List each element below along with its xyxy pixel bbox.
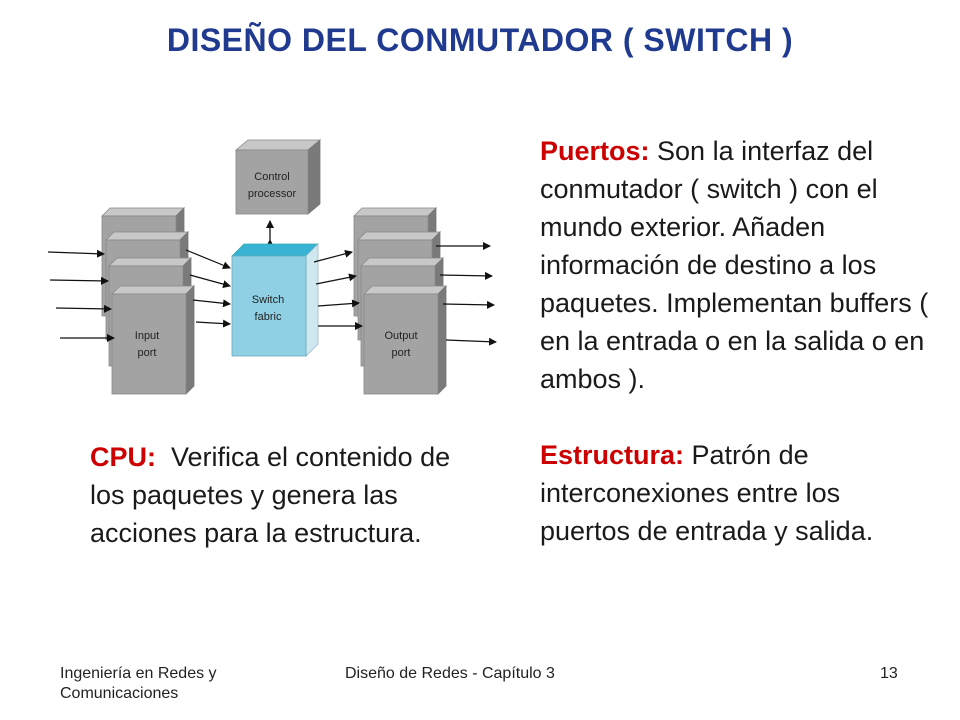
footer-chapter: Diseño de Redes - Capítulo 3 <box>345 665 555 682</box>
external-output-arrows <box>436 242 497 346</box>
footer-course: Ingeniería en Redes y Comunicaciones <box>60 665 217 702</box>
cpu-keyword: CPU: <box>90 442 156 472</box>
description-left: CPU: Verifica el contenido de los paquet… <box>90 438 490 590</box>
input-port-stack: Input port <box>101 207 195 395</box>
cpu-text: Verifica el contenido de los paquetes y … <box>90 442 458 548</box>
fabric-to-output-arrows <box>313 249 363 330</box>
output-port-label-line1: Output <box>384 330 417 342</box>
puertos-paragraph: Puertos: Son la interfaz del conmutador … <box>540 132 930 398</box>
cpu-paragraph: CPU: Verifica el contenido de los paquet… <box>90 438 490 552</box>
external-input-arrows <box>47 249 115 342</box>
estructura-text: Patrón de interconexiones entre los puer… <box>540 440 874 546</box>
input-port-box: Input port <box>111 285 195 395</box>
output-port-stack: Output port <box>353 207 447 395</box>
input-port-label-line2: port <box>138 347 157 359</box>
puertos-keyword: Puertos: <box>540 136 650 166</box>
output-port-label-line2: port <box>392 347 411 359</box>
control-processor-label-line2: processor <box>248 188 297 200</box>
control-processor-box: Control processor <box>234 139 322 215</box>
description-right: Puertos: Son la interfaz del conmutador … <box>540 132 930 588</box>
control-processor-label-line1: Control <box>254 171 289 183</box>
output-port-box: Output port <box>363 285 447 395</box>
footer-page-number: 13 <box>880 665 898 682</box>
estructura-keyword: Estructura: <box>540 440 685 470</box>
slide-title: DISEÑO DEL CONMUTADOR ( SWITCH ) <box>166 22 794 58</box>
switch-fabric-label-line2: fabric <box>255 311 282 323</box>
switch-fabric-box: Switch fabric <box>231 243 319 357</box>
switch-fabric-label-line1: Switch <box>252 294 284 306</box>
input-to-fabric-arrows <box>185 249 231 328</box>
estructura-paragraph: Estructura: Patrón de interconexiones en… <box>540 436 930 550</box>
puertos-text: Son la interfaz del conmutador ( switch … <box>540 136 929 394</box>
input-port-label-line1: Input <box>135 330 159 342</box>
